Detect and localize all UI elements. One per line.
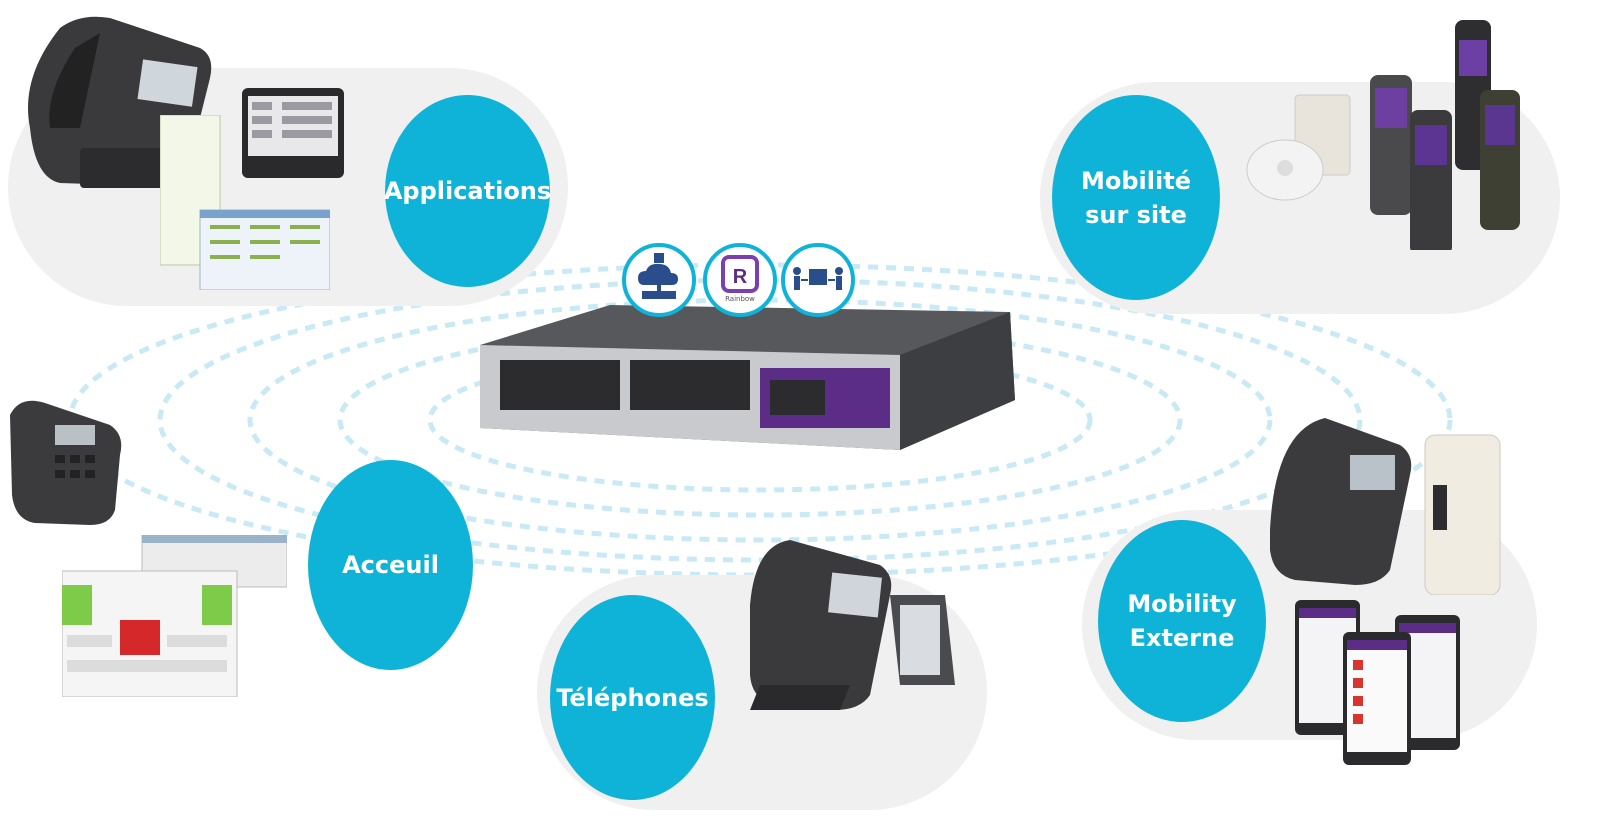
mobilite-site-hub: Mobilité sur site bbox=[1052, 95, 1220, 300]
mobility-externe-line1: Mobility bbox=[1127, 590, 1237, 618]
mobility-externe-hub: Mobility Externe bbox=[1098, 520, 1266, 722]
applications-label: Applications bbox=[383, 177, 552, 205]
rainbow-logo-icon: R Rainbow bbox=[703, 243, 777, 317]
premium-desk-phone-image bbox=[750, 540, 955, 710]
applications-hub: Applications bbox=[383, 95, 552, 287]
mobilite-site-line2: sur site bbox=[1085, 200, 1187, 229]
basic-desk-phone-image bbox=[10, 400, 122, 525]
telephones-label: Téléphones bbox=[556, 683, 709, 712]
sip-phone-and-gateway-image bbox=[1270, 418, 1501, 595]
mobile-app-screen-image bbox=[242, 88, 344, 178]
pbx-appliance-image bbox=[480, 305, 1015, 450]
mobile-phones-image bbox=[1295, 600, 1460, 765]
attendant-console-image bbox=[62, 535, 287, 697]
mobility-externe-line2: Externe bbox=[1129, 624, 1235, 652]
telephones-hub: Téléphones bbox=[550, 595, 715, 800]
softphone-window-image bbox=[160, 115, 330, 290]
accueil-hub: Acceuil bbox=[308, 460, 473, 670]
accueil-label: Acceuil bbox=[342, 551, 439, 579]
cloud-network-icon bbox=[622, 243, 696, 317]
rainbow-label: Rainbow bbox=[725, 295, 755, 303]
mobilite-site-line1: Mobilité bbox=[1081, 166, 1191, 195]
svg-text:R: R bbox=[733, 266, 748, 288]
person-directory-person-icon bbox=[781, 243, 855, 317]
dect-handsets-image bbox=[1246, 20, 1520, 250]
